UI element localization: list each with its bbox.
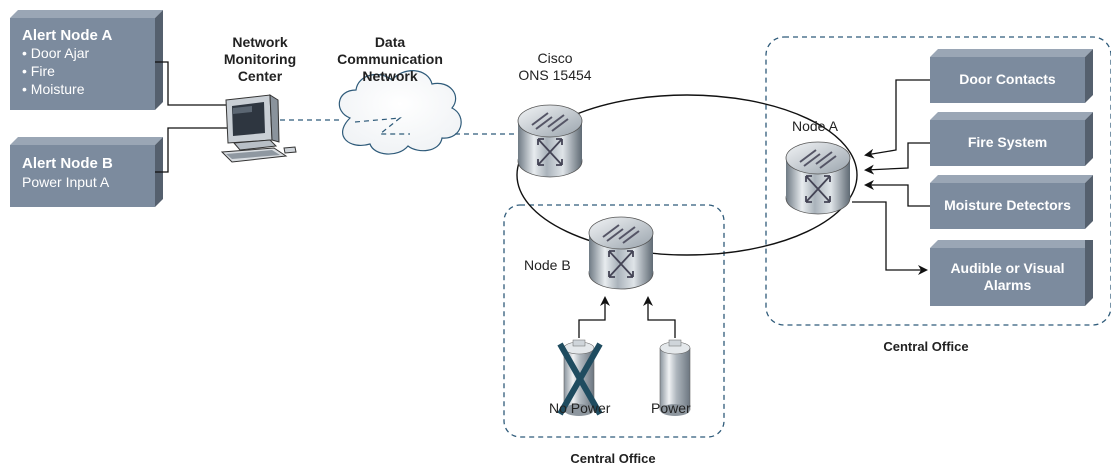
power-label: Power bbox=[651, 400, 691, 416]
line-moisture-to-node-a bbox=[864, 180, 930, 207]
router-icon-node-a bbox=[785, 141, 851, 215]
door-contacts-box bbox=[930, 49, 1093, 103]
central-office-right-boundary bbox=[765, 36, 1111, 326]
alert-node-b-subtitle: Power Input A bbox=[22, 174, 110, 190]
cisco-label-line1: Cisco bbox=[537, 50, 573, 66]
cisco-label-line2: ONS 15454 bbox=[518, 67, 592, 83]
dcn-label-line3: Network bbox=[362, 68, 418, 84]
no-power-label: No Power bbox=[549, 400, 611, 416]
line-node-a-to-alarms bbox=[852, 201, 928, 275]
alert-node-b-box bbox=[10, 137, 163, 207]
moisture-detectors-box bbox=[930, 175, 1093, 229]
router-icon-node-b bbox=[588, 216, 654, 290]
battery-icon bbox=[659, 339, 691, 416]
alarms-label-line1: Audible or Visual bbox=[950, 260, 1065, 276]
router-icon-ons15454 bbox=[517, 104, 583, 178]
fire-system-label: Fire System bbox=[967, 134, 1048, 150]
line-fire-to-node-a bbox=[864, 142, 930, 175]
dcn-label-line1: Data bbox=[374, 34, 406, 50]
node-a-label: Node A bbox=[792, 118, 838, 134]
nmc-label-line3: Center bbox=[237, 68, 283, 84]
moisture-detectors-label: Moisture Detectors bbox=[944, 197, 1071, 213]
nmc-label-line1: Network bbox=[232, 34, 288, 50]
central-office-right-label: Central Office bbox=[883, 339, 969, 354]
dcn-label-line2: Communication bbox=[337, 51, 443, 67]
central-office-bottom-label: Central Office bbox=[570, 451, 656, 466]
sonet-ring bbox=[516, 94, 858, 256]
line-alert-b-to-nmc bbox=[155, 127, 232, 173]
alert-node-b-title: Alert Node B bbox=[22, 155, 113, 172]
alert-node-a-item-fire: • Fire bbox=[22, 63, 55, 79]
line-alert-a-to-nmc bbox=[155, 61, 232, 106]
alert-node-a-title: Alert Node A bbox=[22, 27, 113, 44]
alert-node-a-item-door: • Door Ajar bbox=[22, 45, 90, 61]
central-office-bottom-boundary bbox=[503, 204, 725, 438]
line-no-power-to-node-b bbox=[578, 296, 610, 338]
computer-icon bbox=[220, 94, 297, 163]
alert-node-a-item-moisture: • Moisture bbox=[22, 81, 85, 97]
line-power-to-node-b bbox=[643, 296, 676, 338]
line-door-to-node-a bbox=[864, 79, 930, 159]
battery-failed-icon bbox=[557, 339, 603, 416]
node-b-label: Node B bbox=[524, 257, 571, 273]
nmc-label-line2: Monitoring bbox=[223, 51, 297, 67]
door-contacts-label: Door Contacts bbox=[959, 71, 1056, 87]
alert-node-a-box bbox=[10, 10, 163, 110]
alarms-box bbox=[930, 240, 1093, 306]
fire-system-box bbox=[930, 112, 1093, 166]
alarms-label-line2: Alarms bbox=[983, 277, 1032, 293]
cloud-icon bbox=[338, 70, 462, 155]
